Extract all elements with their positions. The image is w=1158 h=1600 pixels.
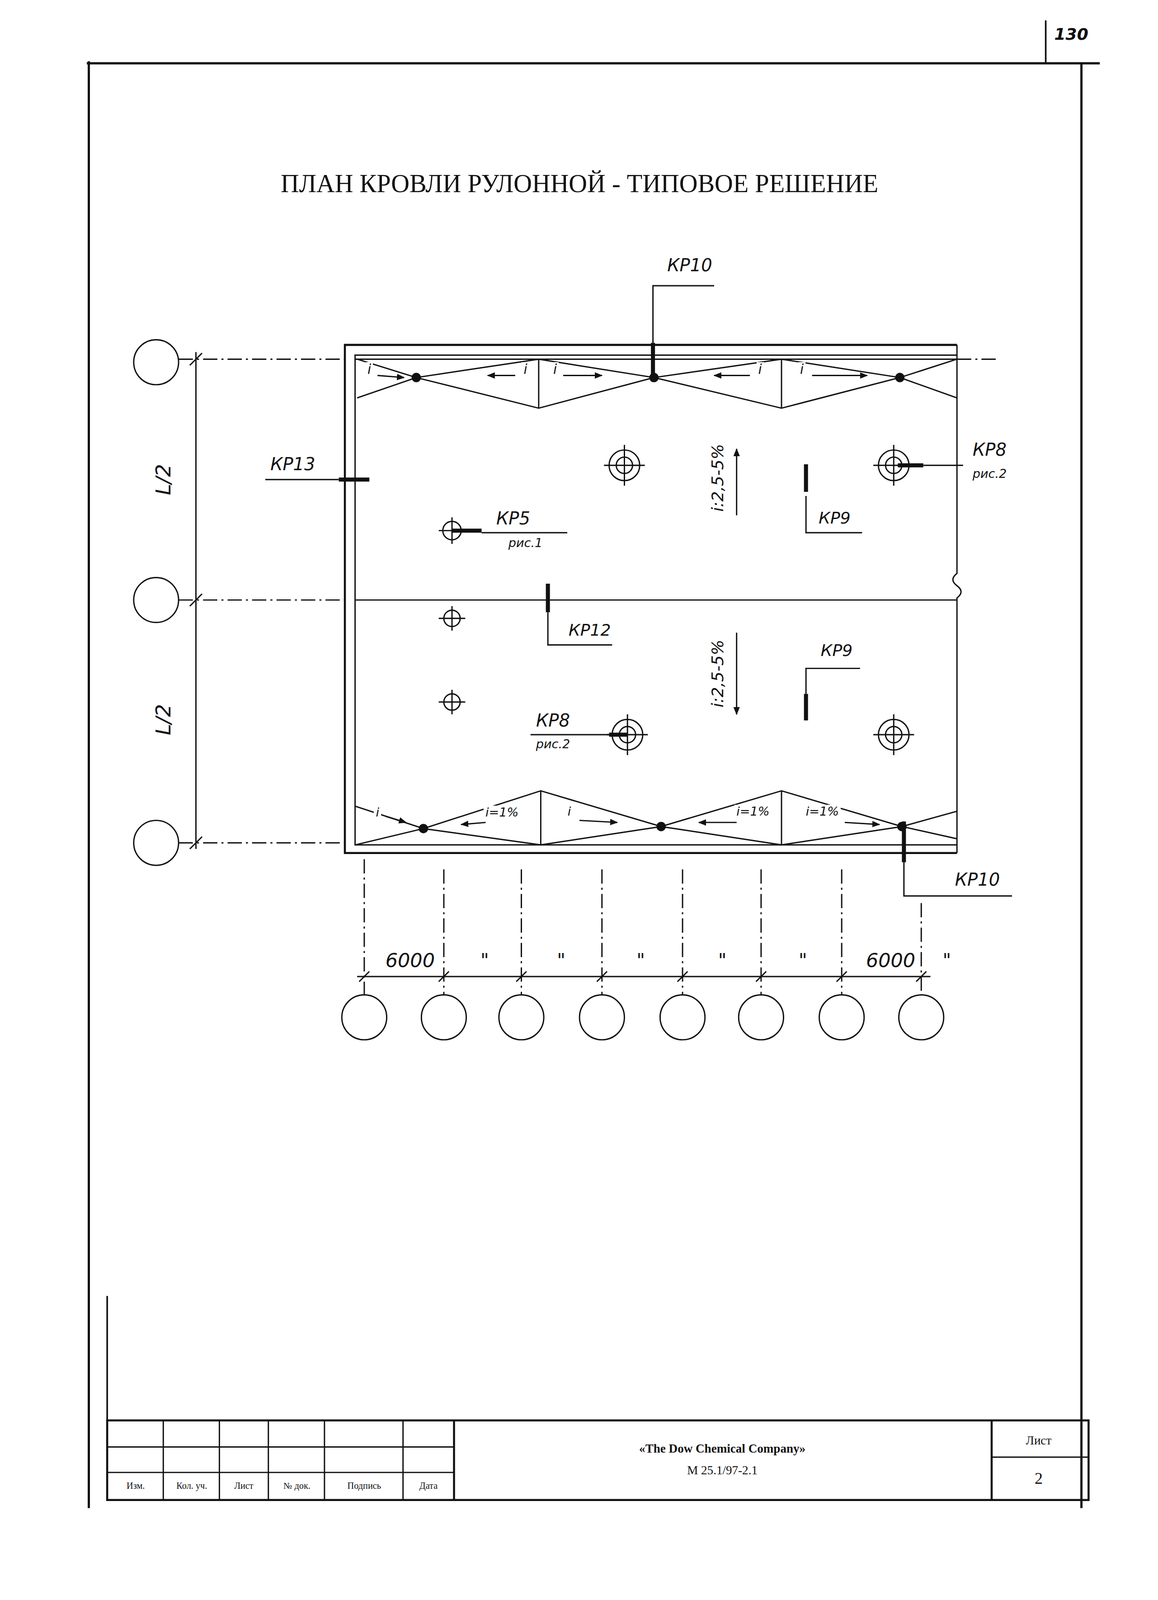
slope-label: i [373, 805, 382, 820]
drawing-title: ПЛАН КРОВЛИ РУЛОННОЙ - ТИПОВОЕ РЕШЕНИЕ [278, 169, 881, 198]
table-cell: Лист [232, 1480, 255, 1491]
callout-number: КР10 [665, 255, 714, 275]
dimension-label: 6000 [864, 949, 918, 971]
slope-label: i:2,5-5% [709, 442, 728, 514]
figure-ref: рис.2 [970, 466, 1009, 481]
callout-number: КР5 [494, 508, 532, 528]
callout-number: КР9 [816, 509, 853, 528]
callout-number: КР13 [268, 454, 317, 474]
slope-label: i [551, 362, 559, 377]
table-cell: Дата [417, 1480, 440, 1491]
figure-ref: рис.1 [506, 536, 545, 550]
slope-label: i [798, 362, 806, 377]
slope-label: i=1% [483, 805, 521, 820]
ditto-mark: " [716, 950, 729, 971]
company-name: «The Dow Chemical Company» [637, 1441, 808, 1456]
ditto-mark: " [796, 950, 810, 971]
table-cell: Кол. уч. [174, 1480, 209, 1491]
document-code: М 25.1/97-2.1 [685, 1463, 760, 1478]
slope-label: i=1% [734, 804, 772, 819]
callout-number: КР8 [534, 710, 572, 730]
callout-number: КР8 [970, 440, 1009, 460]
ditto-mark: " [634, 950, 647, 971]
slope-label: i:2,5-5% [709, 637, 728, 710]
sheet-number: 130 [1052, 25, 1091, 44]
dimension-label: 6000 [383, 949, 437, 971]
ditto-mark: " [940, 950, 953, 971]
slope-label: i [756, 362, 764, 377]
ditto-mark: " [555, 950, 568, 971]
table-cell: Изм. [124, 1480, 147, 1491]
dimension-label: L/2 [151, 461, 175, 497]
callout-number: КР9 [819, 641, 855, 660]
callout-number: КР12 [566, 621, 613, 640]
callout-number: КР10 [953, 870, 1002, 890]
table-cell: Лист [1024, 1433, 1054, 1448]
table-cell: Подпись [345, 1480, 383, 1491]
sheet-number: 2 [1032, 1469, 1045, 1488]
slope-label: i=1% [804, 804, 841, 819]
figure-ref: рис.2 [534, 737, 573, 751]
slope-label: i [565, 804, 574, 819]
slope-label: i [521, 362, 529, 377]
slope-label: i [365, 362, 373, 377]
dimension-label: L/2 [151, 701, 175, 737]
ditto-mark: " [478, 950, 491, 971]
table-cell: № док. [281, 1480, 313, 1491]
